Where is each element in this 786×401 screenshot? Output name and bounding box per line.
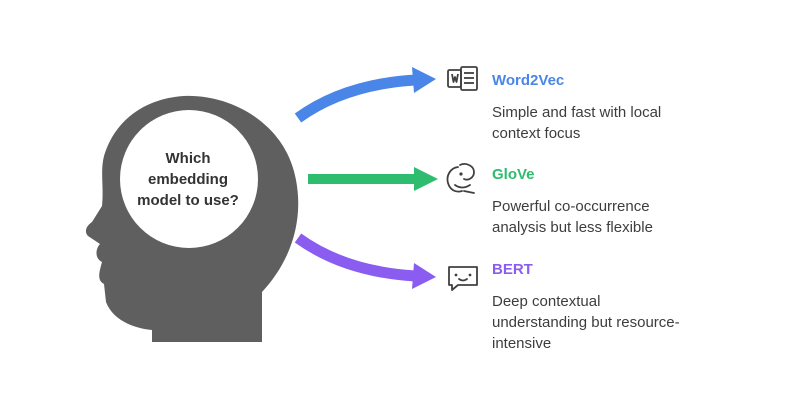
glove-face-icon	[446, 163, 475, 194]
desc-line: Powerful co-occurrence	[492, 198, 650, 215]
option-title-bert: BERT	[492, 261, 533, 278]
option-desc-word2vec: Simple and fast with local context focus	[492, 102, 732, 144]
desc-line: Simple and fast with local	[492, 104, 662, 121]
question-line: model to use?	[137, 192, 239, 209]
word-document-icon	[447, 66, 478, 91]
bert-chat-face-icon	[448, 266, 478, 291]
option-title-word2vec: Word2Vec	[492, 72, 565, 89]
desc-line: context focus	[492, 125, 581, 142]
thought-circle	[120, 110, 258, 248]
desc-line: understanding but resource-	[492, 314, 680, 331]
option-title-glove: GloVe	[492, 166, 535, 183]
desc-line: analysis but less flexible	[492, 219, 653, 236]
option-desc-glove: Powerful co-occurrence analysis but less…	[492, 196, 732, 238]
arrow-glove	[308, 174, 418, 184]
question-text: Which embedding model to use?	[124, 148, 252, 211]
desc-line: Deep contextual	[492, 293, 601, 310]
arrowhead-bert	[412, 263, 436, 289]
arrowhead-glove	[414, 167, 438, 191]
arrow-word2vec	[294, 74, 417, 123]
desc-line: intensive	[492, 335, 552, 352]
arrow-bert	[294, 233, 417, 282]
option-desc-bert: Deep contextual understanding but resour…	[492, 291, 732, 354]
question-line: Which	[165, 150, 211, 167]
arrowhead-word2vec	[412, 67, 436, 93]
question-line: embedding	[147, 171, 228, 188]
